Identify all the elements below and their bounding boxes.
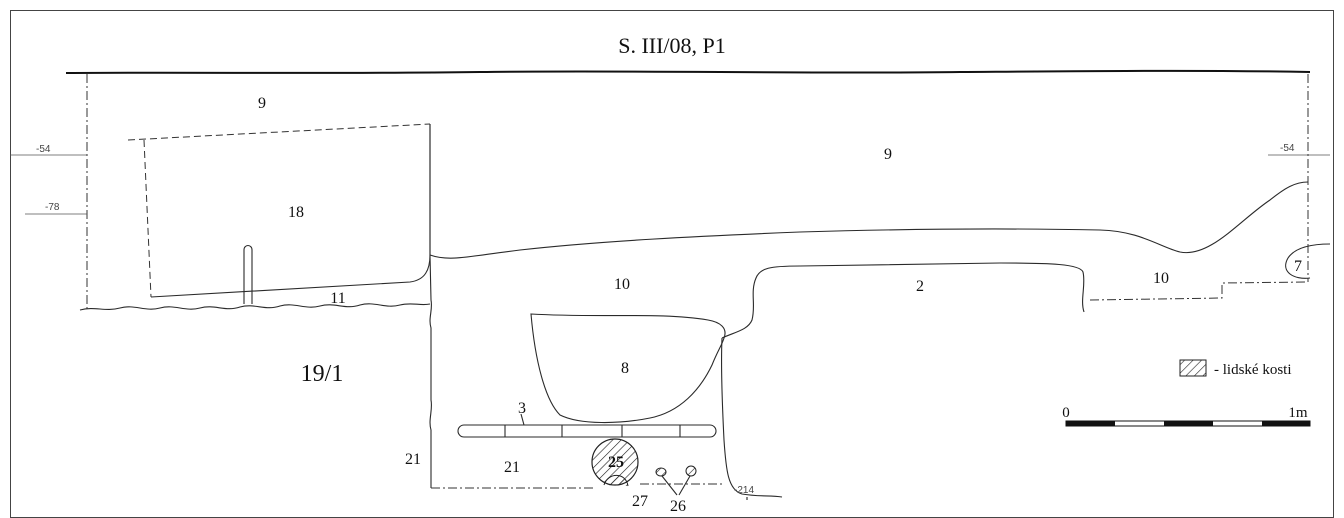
layer-label-9-main: 9 [884, 146, 892, 163]
depth-label-bottom: -214 [734, 485, 754, 496]
plank-3 [457, 424, 717, 438]
post-hole [243, 244, 253, 304]
feature-26-b [685, 465, 697, 477]
layer-2-outline [721, 262, 1085, 339]
feature-26-leader [678, 475, 691, 496]
feature-7-outline [1285, 243, 1331, 279]
feature-27 [603, 474, 629, 487]
layer-label-11: 11 [330, 290, 345, 307]
feature-18-left-edge [143, 139, 152, 298]
depth-label-right: -54 [1280, 143, 1295, 154]
legend-hatch-swatch [1179, 359, 1207, 377]
plank-3-leader [520, 413, 525, 426]
layer-label-18: 18 [288, 204, 304, 221]
feature-8-outline [530, 313, 726, 424]
layer-label-9-left: 9 [258, 95, 266, 112]
layer-label-27: 27 [632, 493, 648, 510]
feature-26-leader [661, 475, 678, 496]
scale-label-end: 1m [1288, 405, 1308, 421]
feature-18-top-edge [127, 123, 431, 141]
ground-surface-line [65, 69, 1311, 74]
layer-label-10-mid: 10 [614, 276, 630, 293]
layer-label-8: 8 [621, 360, 629, 377]
layer-label-3: 3 [518, 400, 526, 417]
layer-9-10-boundary [429, 181, 1309, 259]
layer-label-21-left: 21 [405, 451, 421, 468]
layer-10-right-bottom [1089, 281, 1309, 301]
drawing-title: S. III/08, P1 [618, 33, 726, 58]
layer-label-19-1: 19/1 [301, 361, 344, 387]
layer-label-2: 2 [916, 278, 924, 295]
pit-wall-left [429, 124, 433, 488]
depth-label-left-bottom: -78 [45, 202, 60, 213]
layer-label-21-mid: 21 [504, 459, 520, 476]
layer-label-25: 25 [608, 454, 624, 471]
layer-label-7: 7 [1294, 258, 1302, 275]
legend-label-bones: - lidské kosti [1214, 362, 1292, 378]
drawing-border [10, 10, 1334, 518]
depth-label-left-top: -54 [36, 144, 51, 155]
cut-wall-right [721, 337, 783, 498]
feature-26-a [655, 467, 667, 477]
layer-11-boundary [79, 303, 431, 311]
scale-label-start: 0 [1062, 405, 1070, 421]
scale-bar [1065, 420, 1311, 427]
layer-label-10-right: 10 [1153, 270, 1169, 287]
layer-label-26: 26 [670, 498, 686, 515]
